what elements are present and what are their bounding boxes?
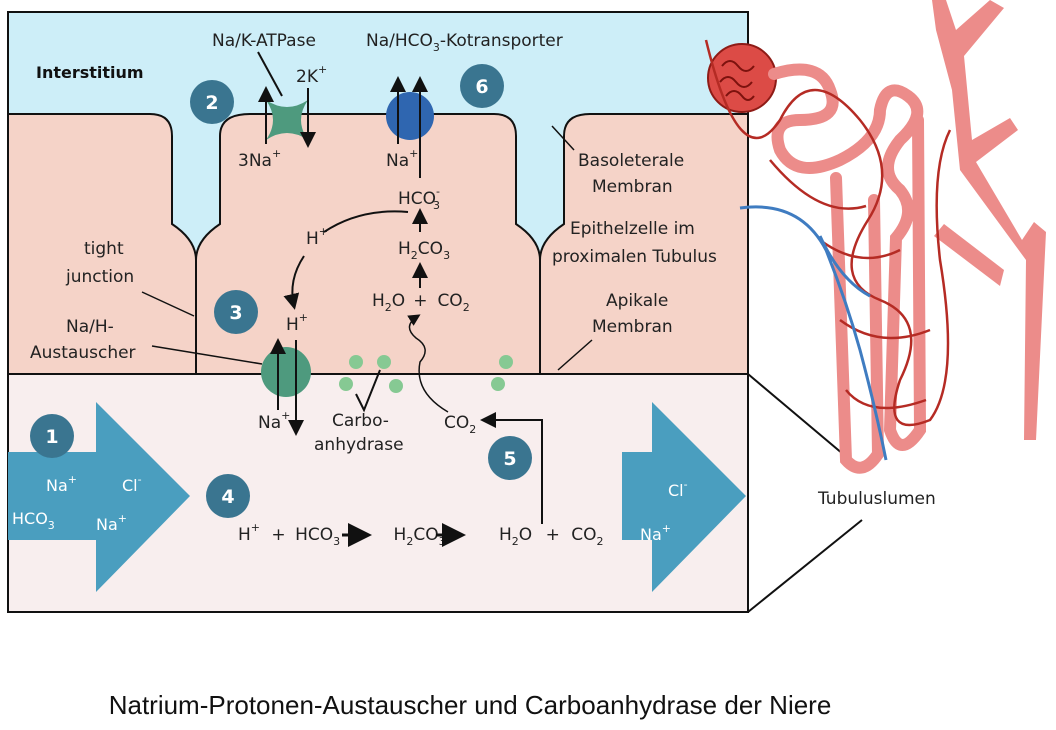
basolateral-label-1: Basoleterale bbox=[578, 151, 684, 171]
cotransporter-na-label: Na+ bbox=[386, 147, 418, 171]
na-h-exchanger-label-2: Austauscher bbox=[30, 343, 136, 363]
carbonic-anhydrase-line2: anhydrase bbox=[314, 435, 404, 455]
step-2-badge: 2 bbox=[190, 80, 234, 124]
lumen-reaction: H+ + HCO3 H2CO3 H2O + CO2 bbox=[238, 516, 604, 550]
h-plus-cell-top: H+ bbox=[306, 225, 328, 249]
vein-branch bbox=[818, 235, 871, 298]
h2co3-cell: H2CO3 bbox=[398, 239, 450, 262]
apical-pointer bbox=[557, 339, 593, 371]
right-cell bbox=[539, 113, 749, 375]
artery-trunk bbox=[932, 0, 1046, 440]
basolateral-label-2: Membran bbox=[592, 177, 673, 197]
h2o-plus-co2-cell: H2O+CO2 bbox=[372, 291, 470, 314]
svg-text:4: 4 bbox=[221, 486, 234, 508]
glomerulus-capillaries bbox=[719, 60, 755, 101]
lumen-arrow-left bbox=[8, 402, 190, 592]
lumen-arrow-right bbox=[622, 402, 746, 592]
enzyme-dot bbox=[389, 379, 403, 393]
enzyme-dot bbox=[349, 355, 363, 369]
hco3-left-arrow: HCO3 bbox=[12, 509, 55, 532]
zoom-line-bottom bbox=[747, 519, 863, 613]
enzyme-dot bbox=[377, 355, 391, 369]
loop-of-henle bbox=[830, 172, 885, 474]
h-plus-exchanger: H+ bbox=[286, 311, 308, 335]
tight-junction-label-1: tight bbox=[84, 239, 124, 259]
na-hco3-cotransporter-label: Na/HCO3-Kotransporter bbox=[366, 31, 563, 54]
enzyme-dot bbox=[499, 355, 513, 369]
na-k-atpase-shape bbox=[266, 100, 308, 140]
step-4-badge: 4 bbox=[206, 474, 250, 518]
epithelial-label-1: Epithelzelle im bbox=[570, 219, 695, 239]
enzyme-dot bbox=[339, 377, 353, 391]
h2co3-dissociation-arc bbox=[323, 210, 409, 233]
co2-lumen-label: CO2 bbox=[444, 413, 476, 436]
svg-text:1: 1 bbox=[45, 426, 58, 448]
artery-branch bbox=[934, 224, 1004, 286]
na-plus-left-arrow-2: Na+ bbox=[96, 512, 127, 534]
na-plus-left-arrow: Na+ bbox=[46, 473, 77, 495]
nephron-illustration bbox=[704, 0, 1046, 474]
peritubular-capillary bbox=[704, 39, 952, 427]
svg-text:3: 3 bbox=[229, 302, 242, 324]
na-h-exchanger-label-1: Na/H- bbox=[66, 317, 114, 337]
na-hco3-cotransporter-shape bbox=[386, 92, 434, 140]
na-k-atpase-label: Na/K-ATPase bbox=[212, 31, 316, 51]
step-6-badge: 6 bbox=[460, 64, 504, 108]
carbonic-anhydrase-line1: Carbo- bbox=[332, 411, 389, 431]
cl-minus-left-arrow: Cl- bbox=[122, 473, 142, 495]
atpase-pointer bbox=[257, 51, 283, 97]
na-plus-right-arrow: Na+ bbox=[640, 522, 671, 544]
apical-label-2: Membran bbox=[592, 317, 673, 337]
hco3-minus-cell: HCO-3 bbox=[398, 185, 440, 212]
figure-caption: Natrium-Protonen-Austauscher und Carboan… bbox=[108, 690, 832, 720]
co2-diffusion-curve bbox=[407, 314, 449, 413]
cl-minus-right-arrow: Cl- bbox=[668, 478, 688, 500]
proximal-tubule bbox=[768, 63, 927, 451]
h-plus-to-exchanger-arc bbox=[283, 255, 305, 310]
tight-junction-label-2: junction bbox=[65, 267, 134, 287]
svg-text:6: 6 bbox=[475, 76, 488, 98]
step-3-badge: 3 bbox=[214, 290, 258, 334]
svg-text:2: 2 bbox=[205, 92, 218, 114]
step-1-badge: 1 bbox=[30, 414, 74, 458]
two-k-label: 2K+ bbox=[296, 63, 327, 87]
co2-return-arrow bbox=[480, 412, 543, 524]
apical-label-1: Apikale bbox=[606, 291, 668, 311]
na-h-exchanger-pointer bbox=[151, 345, 263, 365]
basolateral-pointer bbox=[551, 125, 575, 151]
tubular-lumen-label: Tubuluslumen bbox=[817, 489, 936, 509]
three-na-label: 3Na+ bbox=[238, 147, 281, 171]
diagram-frame bbox=[7, 11, 749, 613]
interstitium-label: Interstitium bbox=[36, 63, 144, 82]
glomerulus bbox=[707, 43, 777, 113]
tight-junction-pointer bbox=[141, 291, 195, 317]
step-5-badge: 5 bbox=[488, 436, 532, 480]
enzyme-pointer bbox=[355, 369, 381, 413]
enzyme-dot bbox=[491, 377, 505, 391]
svg-text:5: 5 bbox=[503, 448, 516, 470]
vein bbox=[739, 205, 888, 461]
na-h-exchanger-shape bbox=[261, 347, 311, 397]
epithelial-label-2: proximalen Tubulus bbox=[552, 247, 717, 267]
exchanger-na-label: Na+ bbox=[258, 409, 290, 433]
